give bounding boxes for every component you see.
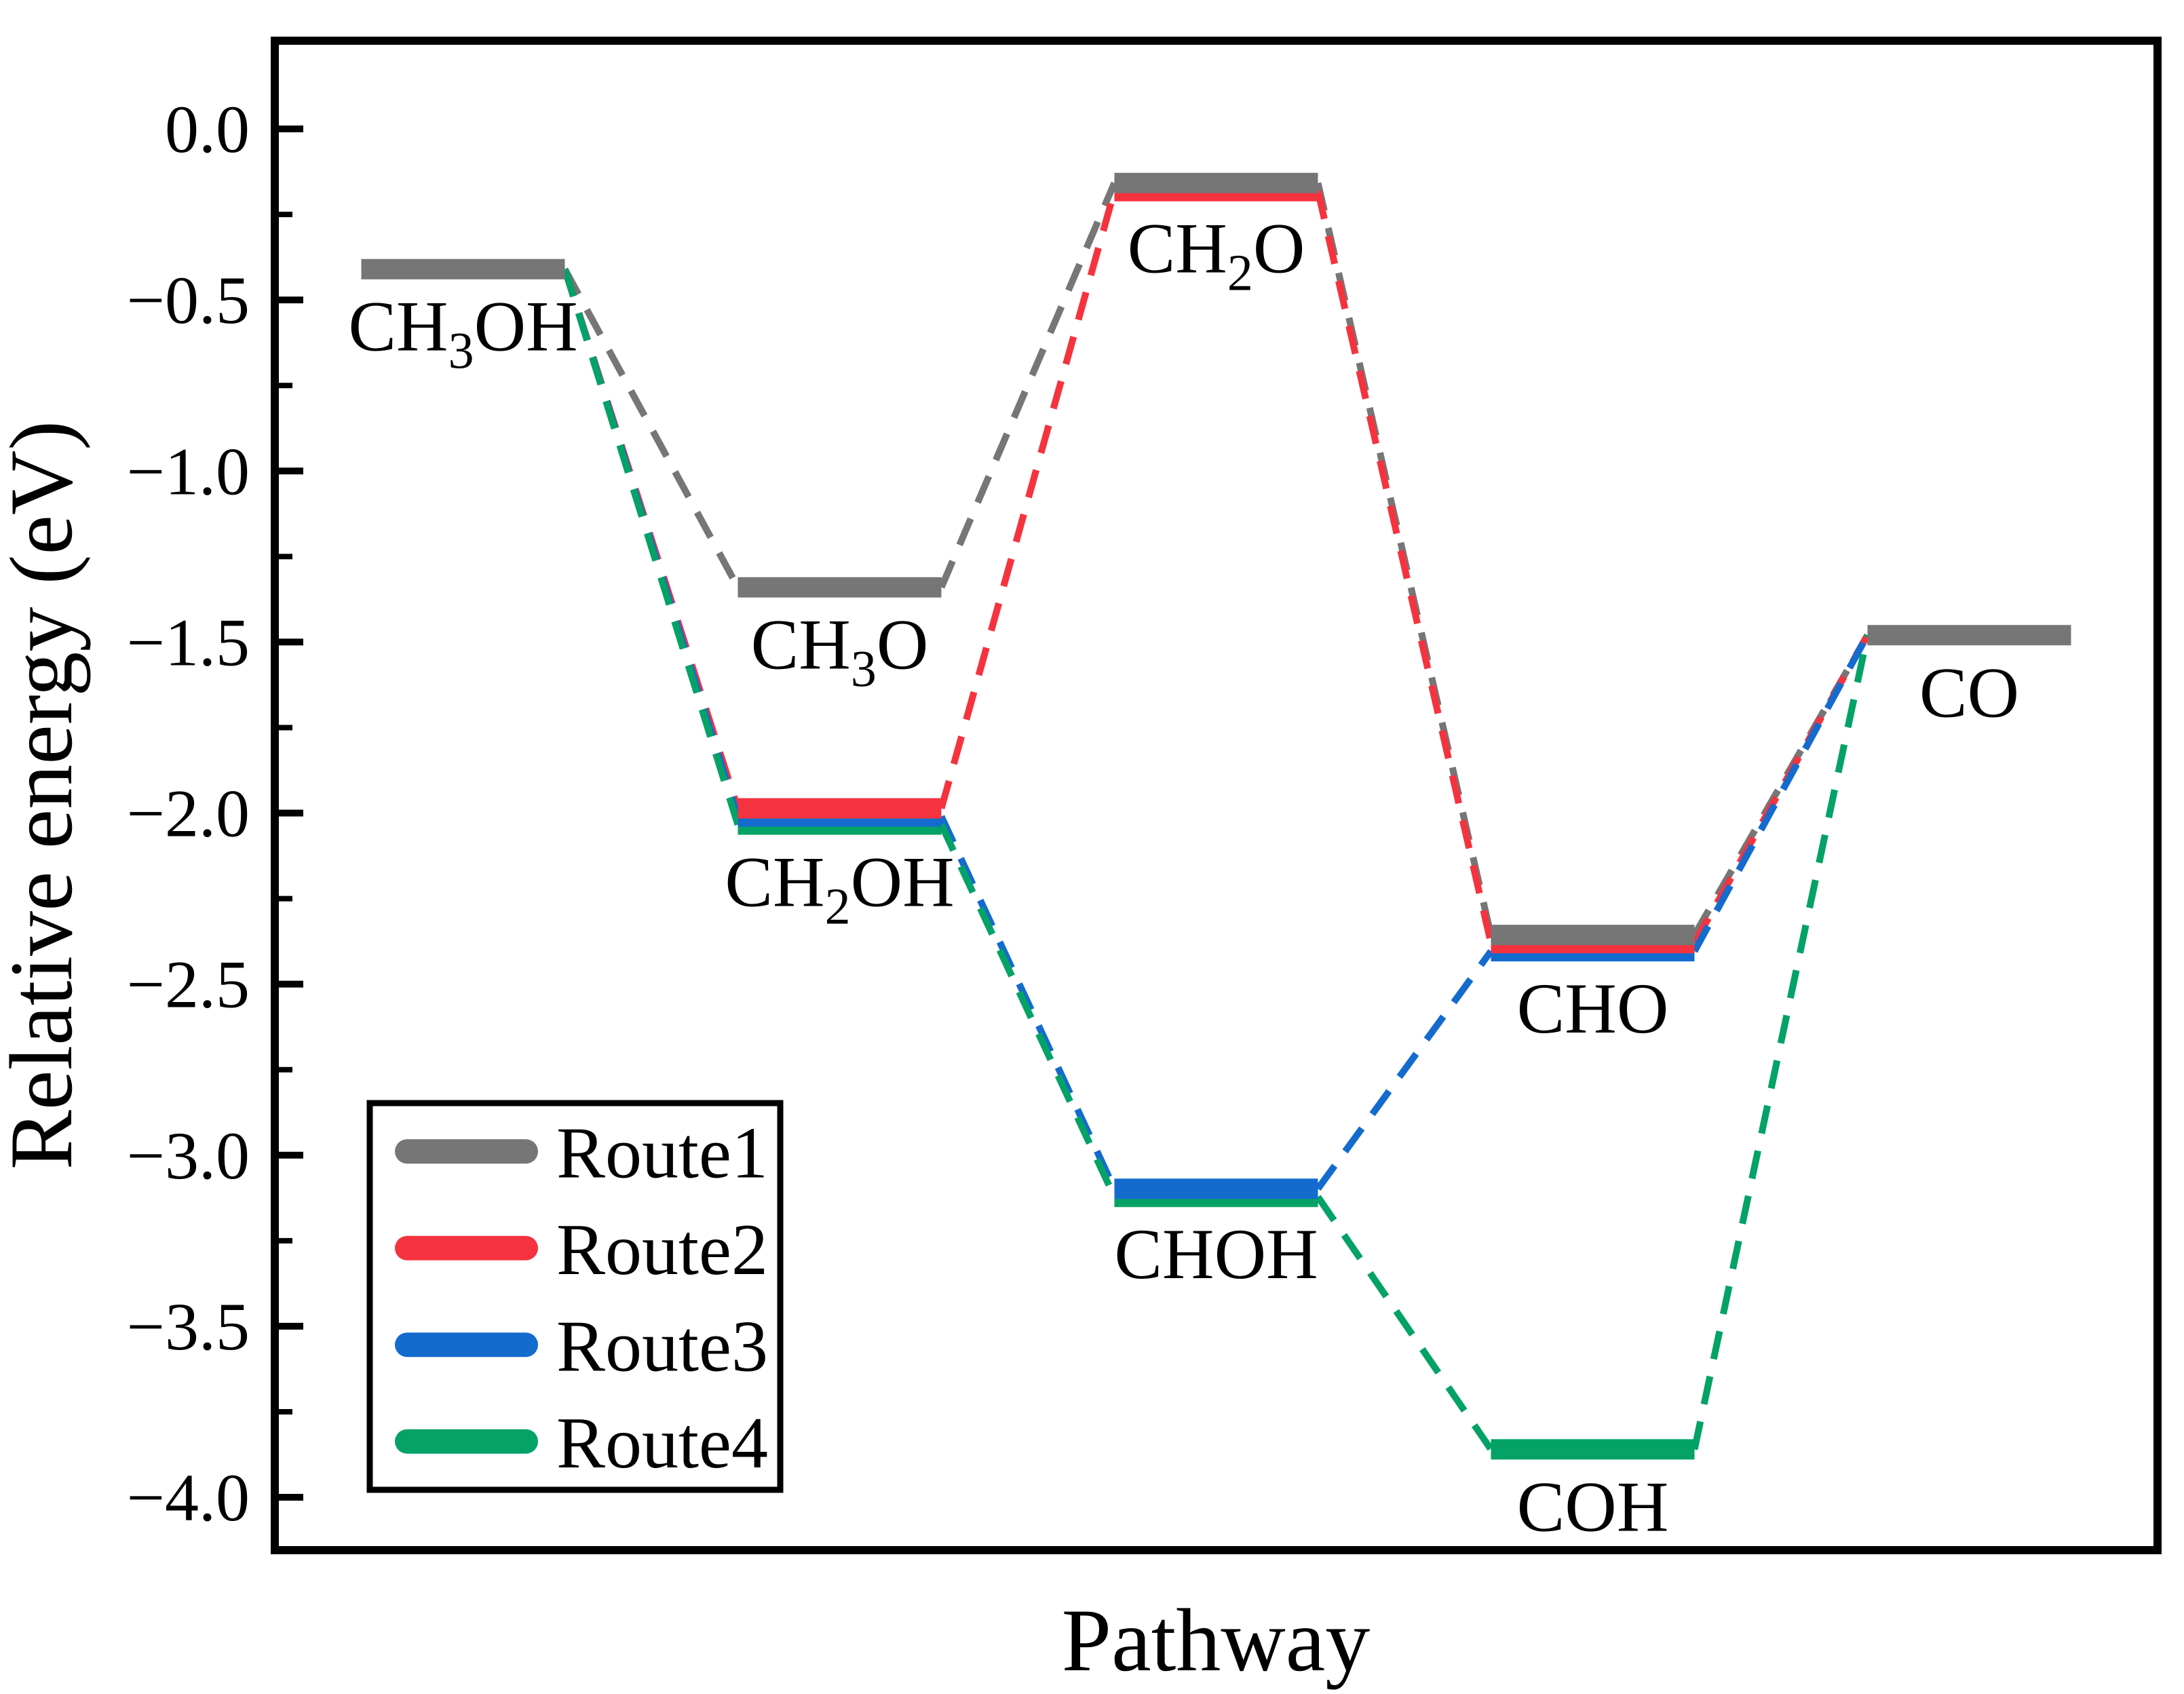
connector-Route1-CH3O-CH2O: [938, 181, 1118, 589]
y-tick-label-−4.0: −4.0: [127, 1460, 250, 1535]
species-label-part: CH: [725, 843, 824, 922]
y-axis-ticks: 0.0 −0.5 −1.0 −1.5 −2.0 −2.5 −3.0 −3.5 −4.0: [127, 92, 303, 1535]
species-label-CH2O: CH2O: [1128, 209, 1305, 302]
legend-label-Route1: Route1: [556, 1113, 768, 1193]
species-label-CH2OH: CH2OH: [725, 843, 954, 936]
y-tick-label-−2.0: −2.0: [127, 776, 250, 851]
y-tick-label-−1.5: −1.5: [127, 604, 250, 680]
legend-label-Route3: Route3: [556, 1306, 768, 1387]
species-label-part: OH: [851, 843, 955, 922]
species-label-CH3OH: CH3OH: [348, 287, 577, 380]
species-label-part: 2: [825, 879, 851, 936]
species-label-part: 3: [448, 323, 474, 380]
legend-label-Route4: Route4: [556, 1403, 768, 1484]
species-label-CHOH: CHOH: [1114, 1214, 1318, 1294]
legend-box: [366, 1100, 784, 1493]
plot-frame: [271, 37, 2162, 1554]
y-tick-label-−2.5: −2.5: [127, 947, 250, 1022]
y-tick-label-0.0: 0.0: [165, 92, 250, 167]
species-label-part: CHO: [1517, 969, 1669, 1048]
connector-Route2-CH2O-CHO: [1314, 190, 1495, 944]
species-label-part: OH: [474, 287, 578, 366]
x-axis-title: Pathway: [1062, 1590, 1371, 1690]
species-label-part: 3: [851, 641, 877, 698]
species-label-COH: COH: [1517, 1467, 1669, 1546]
energy-levels: [361, 172, 2071, 1460]
species-label-part: O: [1253, 209, 1305, 288]
connector-Route4-CHOH-COH: [1315, 1195, 1494, 1452]
connector-Route2-CH2OH-CH2O: [938, 190, 1118, 809]
connector-Route4-CH3OH-CH2OH: [561, 268, 742, 826]
route-connectors: [561, 181, 1871, 1452]
y-axis-title: Relative energy (eV): [0, 421, 91, 1170]
connector-Route4-CH2OH-CHOH: [938, 823, 1118, 1199]
species-label-CO: CO: [1919, 653, 2019, 732]
species-label-part: CH: [1128, 209, 1227, 288]
species-label-part: 2: [1227, 245, 1253, 302]
species-label-part: CH: [751, 605, 851, 685]
legend-label-Route2: Route2: [556, 1210, 768, 1290]
species-label-part: O: [877, 605, 929, 685]
species-label-CHO: CHO: [1517, 969, 1669, 1048]
connector-Route1-CH3OH-CH3O: [562, 267, 741, 590]
y-tick-label-−1.0: −1.0: [127, 434, 250, 509]
connector-Route4-COH-CO: [1691, 634, 1871, 1450]
y-tick-label-−3.0: −3.0: [127, 1118, 250, 1193]
y-tick-label-−0.5: −0.5: [127, 263, 250, 338]
species-label-part: COH: [1517, 1467, 1669, 1546]
connector-Route3-CH2OH-CHOH: [938, 815, 1118, 1191]
species-label-part: CH: [348, 287, 448, 366]
species-label-part: CHOH: [1114, 1214, 1318, 1294]
connector-Route3-CHOH-CHO: [1315, 949, 1494, 1191]
connector-Route3-CHO-CO: [1691, 633, 1871, 953]
species-label-part: CO: [1919, 653, 2019, 732]
species-label-CH3O: CH3O: [751, 605, 929, 698]
y-tick-label-−3.5: −3.5: [127, 1289, 250, 1364]
